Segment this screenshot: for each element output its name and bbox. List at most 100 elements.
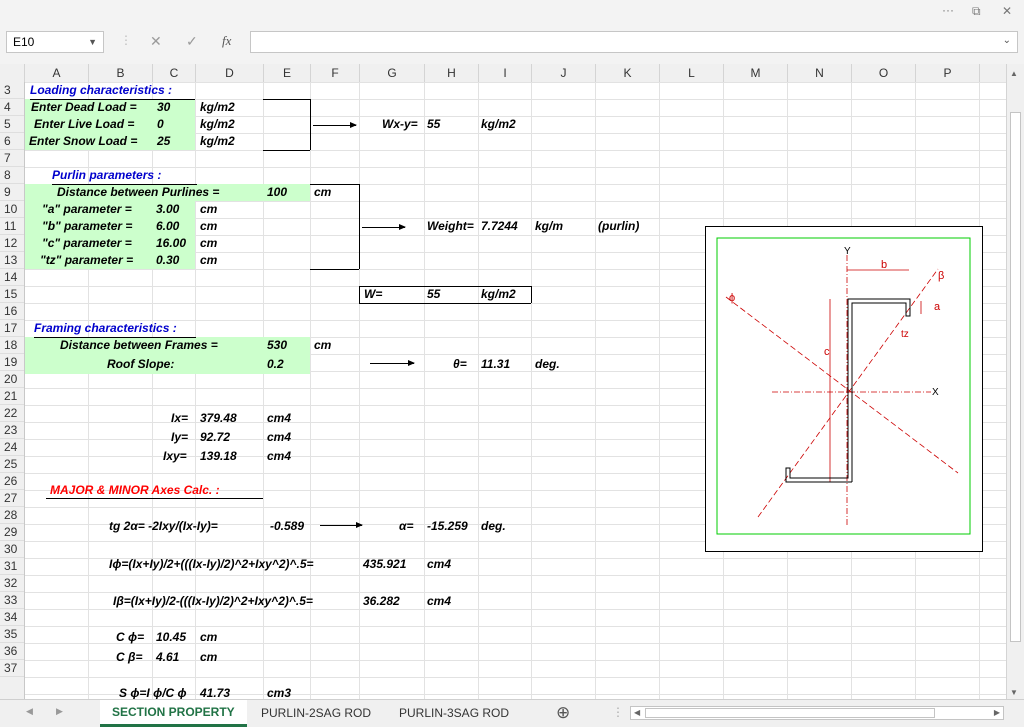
snow-load-value[interactable]: 25: [157, 134, 171, 148]
frames-distance-value[interactable]: 530: [267, 338, 288, 352]
row-header[interactable]: 4: [0, 99, 24, 116]
row-header[interactable]: 20: [0, 371, 24, 388]
row-header[interactable]: 23: [0, 422, 24, 439]
tab-scroll-right-icon[interactable]: ▶: [56, 706, 63, 716]
row-header[interactable]: 7: [0, 150, 24, 167]
horizontal-scrollbar[interactable]: ◀ ▶: [630, 706, 1004, 720]
column-header-b[interactable]: B: [89, 64, 153, 82]
row-header[interactable]: 14: [0, 269, 24, 286]
row-header[interactable]: 5: [0, 116, 24, 133]
sphi-value: 41.73: [200, 686, 231, 699]
row-header[interactable]: 36: [0, 643, 24, 660]
row-header[interactable]: 22: [0, 405, 24, 422]
weight-label: Weight=: [427, 219, 474, 233]
wxy-label: Wx-y=: [382, 117, 418, 131]
row-header[interactable]: 13: [0, 252, 24, 269]
row-header[interactable]: 29: [0, 524, 24, 541]
row-header[interactable]: 11: [0, 218, 24, 235]
scroll-up-icon[interactable]: ▲: [1010, 69, 1018, 78]
hscroll-thumb[interactable]: [645, 708, 935, 718]
purlin-distance-value[interactable]: 100: [267, 185, 288, 199]
roof-slope-value[interactable]: 0.2: [267, 357, 284, 371]
row-header[interactable]: 25: [0, 456, 24, 473]
row-header[interactable]: 16: [0, 303, 24, 320]
row-header[interactable]: 19: [0, 354, 24, 371]
restore-icon[interactable]: ⧉: [972, 4, 981, 18]
row-header[interactable]: 12: [0, 235, 24, 252]
column-header-f[interactable]: F: [311, 64, 360, 82]
iphi-value: 435.921: [363, 557, 407, 571]
row-header[interactable]: 18: [0, 337, 24, 354]
tab-scroll-left-icon[interactable]: ◀: [26, 706, 33, 716]
expand-formula-icon[interactable]: ⌄: [1002, 35, 1011, 46]
insert-function-icon[interactable]: fx: [222, 33, 232, 48]
column-header-c[interactable]: C: [153, 64, 196, 82]
purlin-distance-label: Distance between Purlines =: [57, 185, 220, 199]
c-dimension-label: c: [824, 346, 830, 358]
column-header-m[interactable]: M: [724, 64, 788, 82]
scroll-right-icon[interactable]: ▶: [993, 708, 1000, 717]
row-header[interactable]: 10: [0, 201, 24, 218]
column-header-e[interactable]: E: [264, 64, 311, 82]
row-header[interactable]: 6: [0, 133, 24, 150]
row-header[interactable]: 35: [0, 626, 24, 643]
column-header-d[interactable]: D: [196, 64, 264, 82]
row-header[interactable]: 33: [0, 592, 24, 609]
column-header-o[interactable]: O: [852, 64, 916, 82]
cancel-icon[interactable]: ✕: [150, 33, 162, 49]
purlin-section-drawing[interactable]: Y X b a c tz ϕ β: [705, 226, 983, 552]
phi-axis-label: ϕ: [729, 292, 735, 304]
column-header-h[interactable]: H: [425, 64, 479, 82]
column-header-a[interactable]: A: [25, 64, 89, 82]
row-header[interactable]: 28: [0, 507, 24, 524]
more-options-icon[interactable]: ···: [942, 3, 954, 17]
row-header[interactable]: 17: [0, 320, 24, 337]
vertical-scrollbar[interactable]: ▲ ▼: [1006, 64, 1024, 699]
live-load-value[interactable]: 0: [157, 117, 164, 131]
a-param-value[interactable]: 3.00: [156, 202, 180, 216]
row-header[interactable]: 27: [0, 490, 24, 507]
scroll-down-icon[interactable]: ▼: [1010, 688, 1018, 697]
row-header[interactable]: 21: [0, 388, 24, 405]
tab-section-property[interactable]: SECTION PROPERTY: [100, 700, 247, 727]
splitter-handle-icon[interactable]: ⋮: [612, 705, 624, 719]
row-header[interactable]: 32: [0, 575, 24, 592]
column-header-k[interactable]: K: [596, 64, 660, 82]
column-header-n[interactable]: N: [788, 64, 852, 82]
name-box[interactable]: E10▼: [6, 31, 104, 53]
tab-purlin-2sag-rod[interactable]: PURLIN-2SAG ROD: [261, 706, 372, 720]
drag-handle-icon[interactable]: ⋮: [120, 33, 132, 47]
dead-load-value[interactable]: 30: [157, 100, 171, 114]
column-header-g[interactable]: G: [360, 64, 425, 82]
row-header[interactable]: 26: [0, 473, 24, 490]
row-header[interactable]: 34: [0, 609, 24, 626]
row-header[interactable]: 3: [0, 82, 24, 99]
row-header[interactable]: 37: [0, 660, 24, 677]
sphi-unit: cm3: [267, 686, 292, 699]
scroll-left-icon[interactable]: ◀: [634, 708, 641, 717]
column-header-l[interactable]: L: [660, 64, 724, 82]
row-header[interactable]: 30: [0, 541, 24, 558]
row-header[interactable]: 24: [0, 439, 24, 456]
add-sheet-icon[interactable]: ⊕: [556, 703, 571, 722]
c-param-value[interactable]: 16.00: [156, 236, 187, 250]
column-header-i[interactable]: I: [479, 64, 532, 82]
select-all-corner[interactable]: [0, 64, 25, 82]
scroll-thumb[interactable]: [1010, 112, 1021, 642]
tz-param-value[interactable]: 0.30: [156, 253, 180, 267]
enter-icon[interactable]: ✓: [186, 33, 198, 49]
column-header-p[interactable]: P: [916, 64, 980, 82]
b-param-value[interactable]: 6.00: [156, 219, 180, 233]
live-load-unit: kg/m2: [200, 117, 235, 131]
column-header-j[interactable]: J: [532, 64, 596, 82]
chevron-down-icon[interactable]: ▼: [88, 37, 97, 47]
row-header[interactable]: 15: [0, 286, 24, 303]
close-icon[interactable]: ✕: [1002, 4, 1013, 18]
row-header[interactable]: 9: [0, 184, 24, 201]
row-header[interactable]: 8: [0, 167, 24, 184]
row-header[interactable]: 31: [0, 558, 24, 575]
tab-purlin-3sag-rod[interactable]: PURLIN-3SAG ROD: [399, 706, 510, 720]
x-axis-label: X: [932, 387, 939, 398]
formula-input[interactable]: ⌄: [250, 31, 1018, 53]
worksheet-grid[interactable]: Loading characteristics : Enter Dead Loa…: [25, 82, 1006, 699]
